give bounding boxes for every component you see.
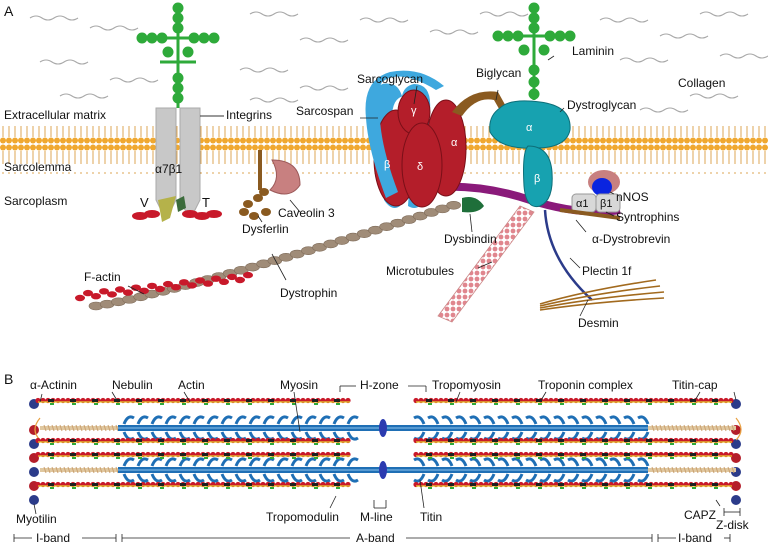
dysferlin [239, 150, 271, 220]
label-a-dystrobrevin: α-Dystrobrevin [592, 232, 671, 246]
sarcospan-outer [365, 70, 444, 198]
label-laminin: Laminin [572, 44, 615, 58]
a-dystrobrevin [559, 208, 621, 220]
label-sarcospan: Sarcospan [296, 104, 354, 118]
label-capz: CAPZ [684, 508, 717, 522]
vinculin [158, 196, 176, 222]
label-integrins: Integrins [226, 108, 273, 122]
syntrophin-b1 [595, 193, 621, 213]
band-brackets [13, 385, 741, 542]
label-dg-beta: β [534, 173, 541, 185]
label-tropomodulin: Tropomodulin [266, 510, 339, 524]
label-nnos: nNOS [616, 190, 649, 204]
label-dysbindin: Dysbindin [444, 232, 497, 246]
label-z-disk: Z-disk [716, 518, 749, 532]
panel-label-b: B [4, 371, 14, 387]
label-v: V [140, 195, 149, 210]
collagen-fibers [29, 11, 768, 113]
biglycan [452, 91, 508, 116]
dystroglycan-alpha [489, 100, 571, 149]
label-titin: Titin [420, 510, 443, 524]
label-a-band: A-band [356, 531, 395, 545]
label-dystrophin: Dystrophin [280, 286, 338, 300]
caveolin-3 [269, 159, 301, 195]
label-collagen: Collagen [678, 76, 726, 90]
label-h-zone: H-zone [360, 378, 399, 392]
label-tropomyosin: Tropomyosin [432, 378, 501, 392]
label-myosin: Myosin [280, 378, 319, 392]
label-f-actin: F-actin [84, 270, 121, 284]
label-sg-gamma: γ [411, 105, 417, 117]
label-extracellular-matrix: Extracellular matrix [4, 108, 107, 122]
label-i-band-right: I-band [678, 531, 713, 545]
integrin-alpha7 [155, 107, 177, 213]
dysbindin [462, 197, 484, 213]
label-caveolin-3: Caveolin 3 [278, 206, 335, 220]
desmin [539, 279, 665, 311]
label-myotilin: Myotilin [16, 512, 57, 526]
label-syn-a1: α1 [576, 198, 589, 210]
label-m-line: M-line [360, 510, 393, 524]
f-actin-small [132, 210, 222, 220]
nnos [592, 178, 612, 196]
label-troponin-complex: Troponin complex [538, 378, 633, 392]
label-sg-delta: δ [417, 161, 424, 173]
label-dystroglycan: Dystroglycan [567, 98, 637, 112]
integrin-beta1 [179, 107, 201, 213]
label-microtubules: Microtubules [386, 264, 455, 278]
label-sg-alpha: α [451, 137, 458, 149]
label-dysferlin: Dysferlin [242, 222, 289, 236]
label-sarcolemma: Sarcolemma [4, 160, 72, 174]
microtubule [437, 205, 535, 323]
plectin-1f [543, 209, 593, 301]
label-plectin-1f: Plectin 1f [582, 264, 632, 278]
leader-lines-a [127, 55, 615, 317]
sarcomere [29, 397, 742, 505]
label-sg-beta: β [384, 159, 391, 171]
f-actin-filament [75, 271, 253, 302]
label-sarcoglycan: Sarcoglycan [357, 72, 424, 86]
label-syn-b1: β1 [600, 198, 613, 210]
label-a7b1: α7β1 [155, 162, 183, 176]
label-biglycan: Biglycan [476, 66, 522, 80]
label-i-band-left: I-band [36, 531, 71, 545]
label-actin: Actin [178, 378, 205, 392]
label-t: T [202, 195, 210, 210]
label-syntrophins: Syntrophins [616, 210, 680, 224]
talin [176, 196, 186, 212]
label-nebulin: Nebulin [112, 378, 153, 392]
panel-label-a: A [4, 3, 14, 19]
sarcoglycan-delta [401, 122, 443, 208]
label-a-actinin: α-Actinin [30, 378, 77, 392]
dystroglycan-beta [523, 145, 553, 208]
label-dg-alpha: α [526, 122, 533, 134]
laminin-left [136, 2, 220, 108]
label-desmin: Desmin [578, 316, 619, 330]
laminin-right [492, 2, 576, 100]
label-titin-cap: Titin-cap [672, 378, 718, 392]
label-sarcoplasm: Sarcoplasm [4, 194, 68, 208]
